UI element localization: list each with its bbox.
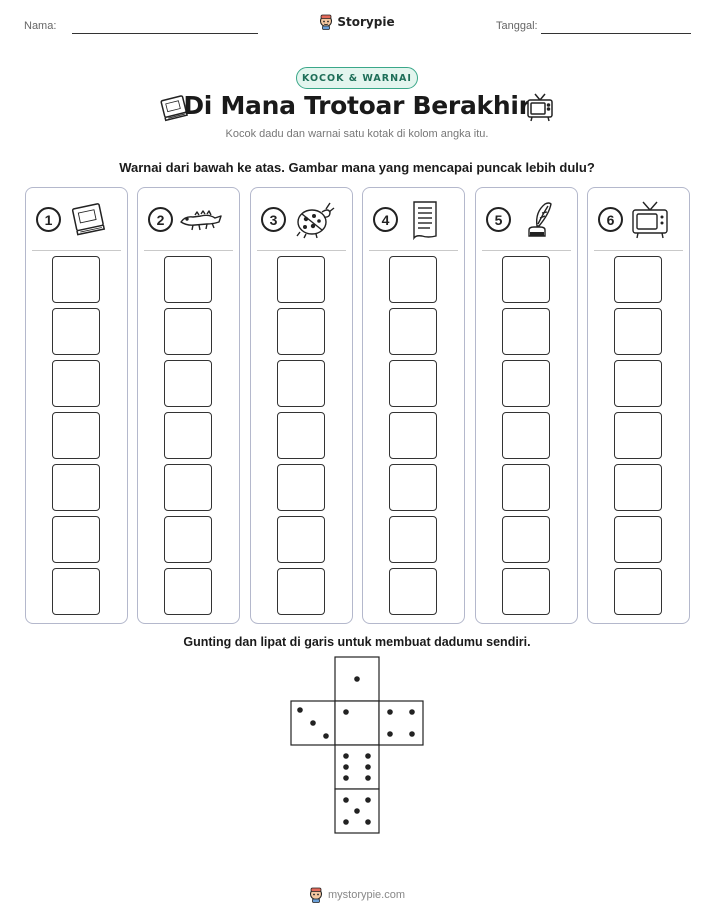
color-box[interactable] xyxy=(164,308,212,355)
color-box[interactable] xyxy=(52,360,100,407)
storypie-mascot-icon xyxy=(309,887,322,903)
coloring-instruction: Warnai dari bawah ke atas. Gambar mana y… xyxy=(119,160,595,175)
column-divider xyxy=(482,250,571,251)
column-header: 3 xyxy=(251,188,352,250)
column-divider xyxy=(369,250,458,251)
column-number: 2 xyxy=(148,207,173,232)
storypie-mascot-icon xyxy=(320,14,333,30)
color-box[interactable] xyxy=(502,256,550,303)
color-box[interactable] xyxy=(52,256,100,303)
color-box[interactable] xyxy=(614,464,662,511)
column-divider xyxy=(594,250,683,251)
color-box[interactable] xyxy=(52,516,100,563)
color-box[interactable] xyxy=(614,360,662,407)
paper-icon xyxy=(413,201,437,240)
dice-face-4 xyxy=(334,700,380,746)
column-number: 1 xyxy=(36,207,61,232)
column-number: 5 xyxy=(486,207,511,232)
color-box[interactable] xyxy=(502,464,550,511)
color-box[interactable] xyxy=(502,516,550,563)
color-box[interactable] xyxy=(389,256,437,303)
column-number: 3 xyxy=(261,207,286,232)
color-box[interactable] xyxy=(389,464,437,511)
color-box[interactable] xyxy=(502,360,550,407)
ladybug-icon xyxy=(296,202,335,239)
dice-face-2 xyxy=(378,700,424,746)
date-label: Tanggal: xyxy=(496,20,538,32)
dice-face-6 xyxy=(334,744,380,790)
color-box[interactable] xyxy=(52,412,100,459)
color-box[interactable] xyxy=(614,568,662,615)
color-box[interactable] xyxy=(164,256,212,303)
color-box[interactable] xyxy=(164,464,212,511)
color-box[interactable] xyxy=(614,308,662,355)
tv-title-icon xyxy=(527,93,553,122)
color-box[interactable] xyxy=(164,360,212,407)
color-box[interactable] xyxy=(52,568,100,615)
book-title-icon xyxy=(160,95,189,122)
color-box[interactable] xyxy=(502,568,550,615)
color-box[interactable] xyxy=(614,412,662,459)
color-box[interactable] xyxy=(614,256,662,303)
color-box[interactable] xyxy=(164,412,212,459)
color-box[interactable] xyxy=(277,360,325,407)
dice-face-3 xyxy=(290,700,336,746)
brand-logo: Storypie xyxy=(0,14,714,30)
page-title: Di Mana Trotoar Berakhir xyxy=(183,91,531,120)
page-subtitle: Kocok dadu dan warnai satu kotak di kolo… xyxy=(225,128,489,140)
column-number: 4 xyxy=(373,207,398,232)
column-2: 2 xyxy=(137,187,240,624)
book-icon xyxy=(71,203,106,236)
name-label: Nama: xyxy=(24,20,57,32)
color-box[interactable] xyxy=(502,308,550,355)
footer: mystorypie.com xyxy=(0,887,714,903)
color-box[interactable] xyxy=(389,360,437,407)
date-line xyxy=(541,33,691,34)
column-5: 5 xyxy=(475,187,578,624)
cut-instruction: Gunting dan lipat di garis untuk membuat… xyxy=(183,635,531,649)
color-box[interactable] xyxy=(277,412,325,459)
color-box[interactable] xyxy=(502,412,550,459)
television-icon xyxy=(632,201,668,239)
activity-badge: KOCOK & WARNAI xyxy=(296,67,418,89)
column-header: 5 xyxy=(476,188,577,250)
column-divider xyxy=(144,250,233,251)
column-6: 6 xyxy=(587,187,690,624)
column-header: 2 xyxy=(138,188,239,250)
color-box[interactable] xyxy=(52,464,100,511)
quill-inkwell-icon xyxy=(528,202,552,237)
footer-url[interactable]: mystorypie.com xyxy=(327,889,406,901)
color-box[interactable] xyxy=(164,568,212,615)
color-box[interactable] xyxy=(277,568,325,615)
color-box[interactable] xyxy=(389,308,437,355)
color-box[interactable] xyxy=(389,412,437,459)
dice-face-5 xyxy=(334,788,380,834)
name-line xyxy=(72,33,258,34)
column-header: 4 xyxy=(363,188,464,250)
color-box[interactable] xyxy=(277,464,325,511)
column-divider xyxy=(257,250,346,251)
column-number: 6 xyxy=(598,207,623,232)
column-header: 6 xyxy=(588,188,689,250)
color-box[interactable] xyxy=(614,516,662,563)
column-divider xyxy=(32,250,121,251)
column-1: 1 xyxy=(25,187,128,624)
color-box[interactable] xyxy=(389,516,437,563)
color-box[interactable] xyxy=(389,568,437,615)
brand-name: Storypie xyxy=(337,15,395,29)
color-box[interactable] xyxy=(52,308,100,355)
color-box[interactable] xyxy=(164,516,212,563)
column-4: 4 xyxy=(362,187,465,624)
column-header: 1 xyxy=(26,188,127,250)
dice-face-1 xyxy=(334,656,380,702)
color-box[interactable] xyxy=(277,516,325,563)
color-box[interactable] xyxy=(277,256,325,303)
crocodile-icon xyxy=(180,210,222,231)
color-box[interactable] xyxy=(277,308,325,355)
column-3: 3 xyxy=(250,187,353,624)
